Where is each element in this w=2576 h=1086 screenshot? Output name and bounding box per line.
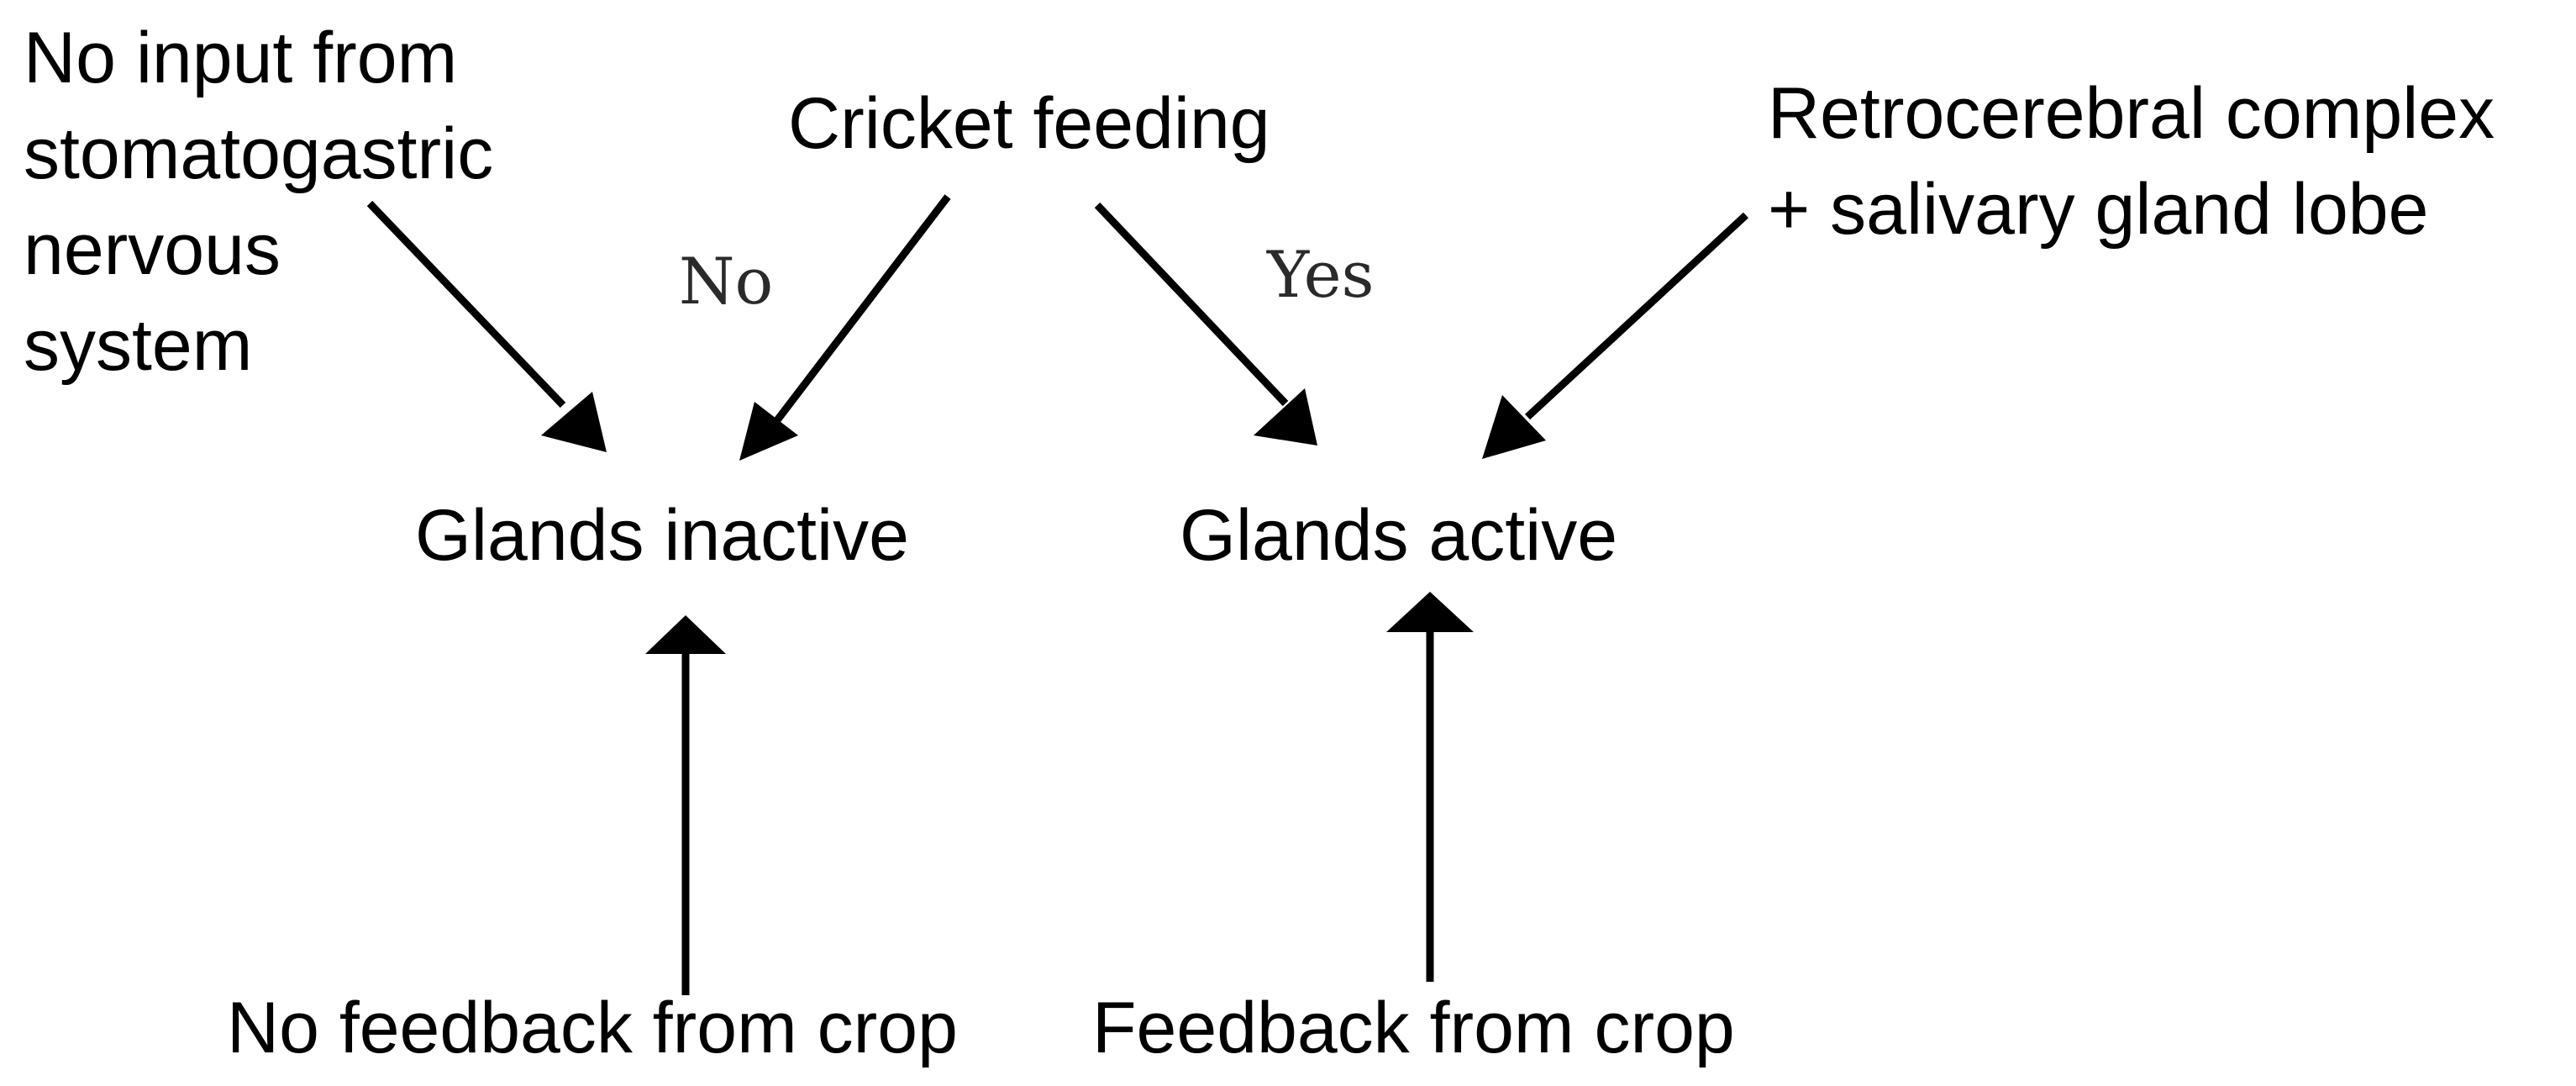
arrow-no-input-to-glands-inactive bbox=[366, 200, 607, 452]
node-no-input-line-3: nervous bbox=[24, 209, 281, 290]
node-glands-active: Glands active bbox=[1180, 495, 1618, 576]
arrow-cricket-to-glands-active bbox=[1094, 202, 1317, 445]
arrow-cricket-to-glands-inactive bbox=[739, 194, 951, 461]
node-cricket-feeding: Cricket feeding bbox=[788, 83, 1270, 164]
node-no-input-line-4: system bbox=[24, 305, 253, 386]
node-feedback: Feedback from crop bbox=[1092, 988, 1735, 1068]
node-no-input-line-1: No input from bbox=[24, 18, 458, 98]
arrow-feedback-to-glands-active bbox=[1386, 592, 1474, 982]
node-no-input-line-2: stomatogastric bbox=[24, 113, 494, 194]
edge-label-no: No bbox=[679, 244, 774, 319]
edge-label-yes: Yes bbox=[1267, 237, 1375, 312]
arrow-no-feedback-to-glands-inactive bbox=[645, 615, 726, 995]
node-no-feedback: No feedback from crop bbox=[227, 988, 958, 1068]
arrow-retrocerebral-to-glands-active bbox=[1482, 212, 1749, 459]
node-retrocerebral-line-1: Retrocerebral complex bbox=[1768, 73, 2495, 154]
node-retrocerebral: Retrocerebral complex + salivary gland l… bbox=[1768, 66, 2495, 257]
node-glands-inactive: Glands inactive bbox=[415, 495, 909, 576]
node-retrocerebral-line-2: + salivary gland lobe bbox=[1768, 169, 2429, 250]
node-no-input: No input from stomatogastric nervous sys… bbox=[24, 10, 493, 393]
